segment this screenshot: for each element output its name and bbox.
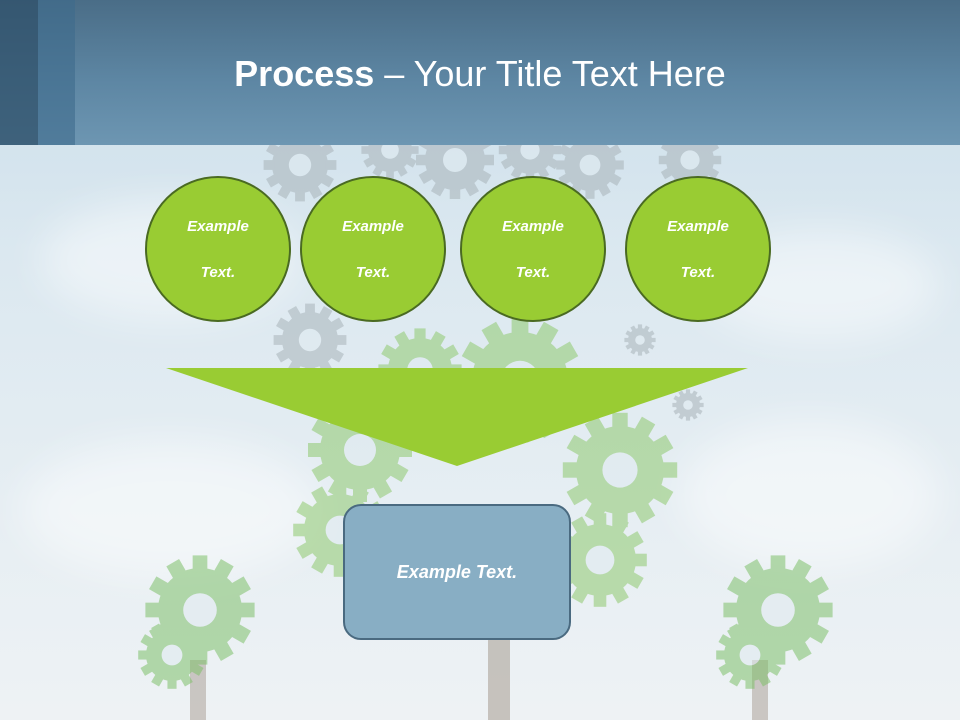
circle-text-line1: Example (502, 217, 564, 235)
cloud-shape (20, 440, 320, 580)
cloud-shape (680, 420, 940, 570)
circle-text-line2: Text. (200, 263, 236, 281)
circle-text-line1: Example (187, 217, 249, 235)
slide-title[interactable]: Process – Your Title Text Here (0, 52, 960, 96)
circle-text-line2: Text. (515, 263, 551, 281)
result-box-label: Example Text. (396, 561, 518, 582)
result-box[interactable]: Example Text. (343, 504, 571, 640)
header-accent-strip (0, 0, 38, 145)
circle-text-line2: Text. (680, 263, 716, 281)
circle-text-line2: Text. (355, 263, 391, 281)
title-rest-text: – Your Title Text Here (374, 53, 726, 94)
circle-text-line1: Example (342, 217, 404, 235)
title-bold-text: Process (234, 53, 375, 94)
circle-text-line1: Example (667, 217, 729, 235)
header-accent-strip (38, 0, 75, 145)
funnel-triangle[interactable] (166, 368, 748, 466)
title-bar: Process – Your Title Text Here (0, 0, 960, 145)
